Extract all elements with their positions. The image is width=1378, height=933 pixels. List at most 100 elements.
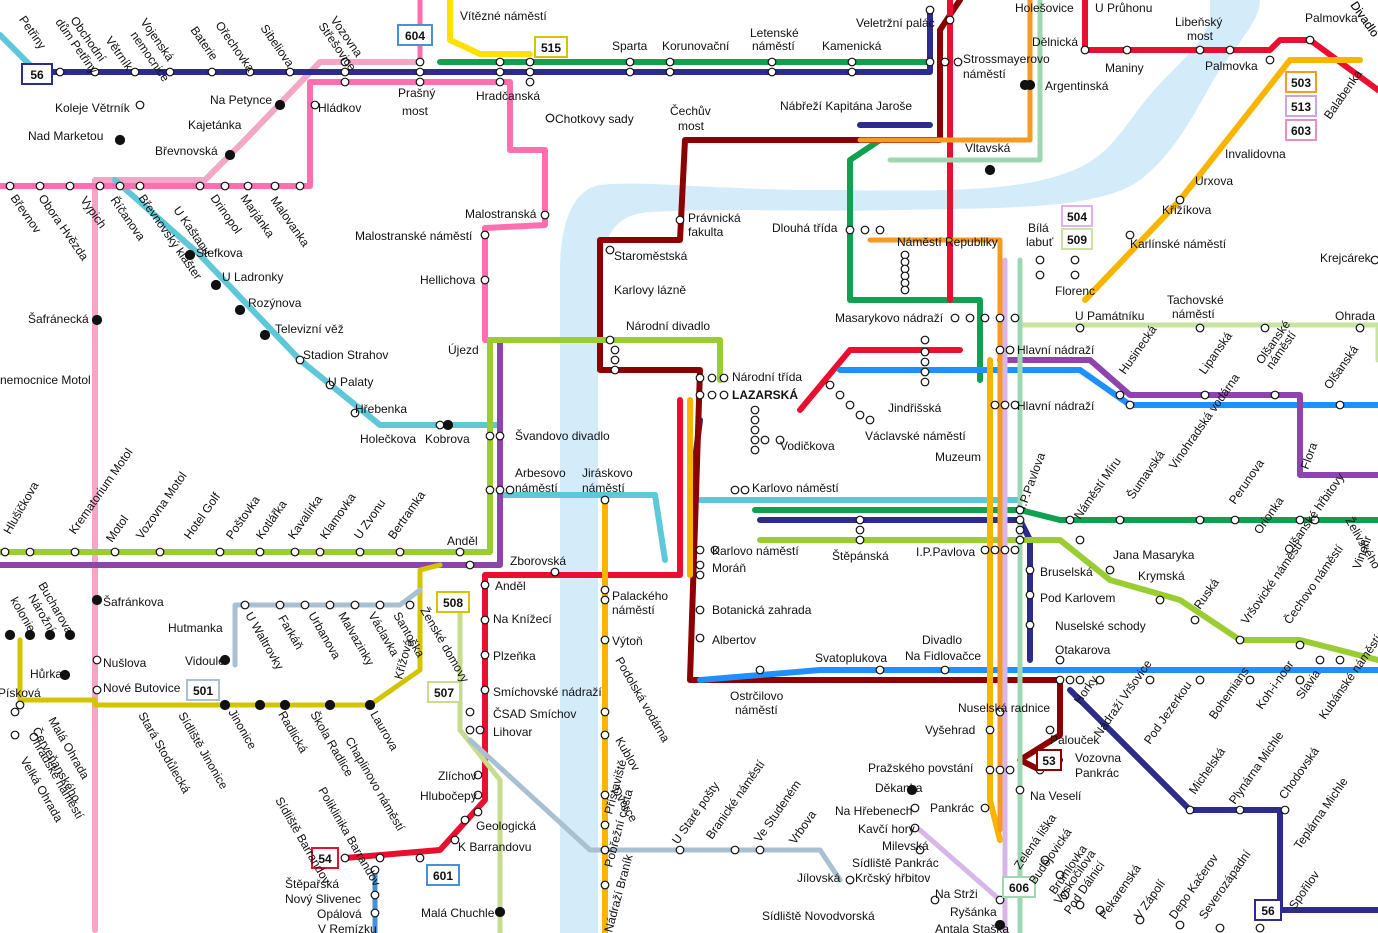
station-dot — [315, 547, 325, 557]
stop-label-stefkova: Štefkova — [196, 245, 243, 260]
station-dot — [545, 113, 555, 123]
station-dot — [1295, 640, 1305, 650]
station-dot — [945, 15, 955, 25]
stop-label-bertramka: Bertramka — [385, 488, 428, 542]
terminal-dot — [234, 304, 246, 316]
terminal-dot — [254, 699, 266, 711]
terminal-dot — [906, 784, 918, 796]
stop-label-motol: Motol — [103, 513, 131, 545]
station-dot — [1015, 535, 1025, 545]
station-dot — [707, 373, 717, 383]
stop-label-palmovka1: Palmovka — [1305, 11, 1358, 25]
station-dot — [1075, 900, 1085, 910]
station-dot — [625, 67, 635, 77]
stop-label-korunovacni: Korunovační — [662, 39, 730, 53]
stop-label-hutmanka: Hutmanka — [168, 621, 223, 635]
station-dot — [825, 380, 835, 390]
stop-label-bohemians: Bohemians — [1206, 665, 1252, 722]
station-dot — [767, 67, 777, 77]
stop-label-andel2: Anděl — [495, 579, 526, 593]
line-502 — [92, 59, 423, 933]
station-dot — [1280, 805, 1290, 815]
line-59 — [0, 337, 1378, 663]
stop-label-pras2: most — [402, 104, 429, 118]
station-dot — [15, 700, 25, 710]
station-dot — [740, 485, 750, 495]
stop-label-letenske2: náměstí — [752, 39, 795, 53]
stop-label-nabrezi: Nábřeží Kapitána Jaroše — [780, 99, 912, 113]
stop-label-staromestska: Staroměstská — [614, 249, 688, 263]
station-dot — [1015, 505, 1025, 515]
station-dot — [1215, 923, 1225, 933]
station-dot — [415, 57, 425, 67]
station-dot — [625, 57, 635, 67]
stop-label-novy-slivenec: Nový Slivenec — [285, 892, 361, 906]
stop-label-pankrac: Pankrác — [930, 801, 974, 815]
stop-label-horky: Horky — [1071, 673, 1100, 707]
station-dot — [415, 67, 425, 77]
station-dot — [855, 535, 865, 545]
stop-label-hellichova: Hellichova — [420, 273, 476, 287]
station-dot — [665, 67, 675, 77]
station-dot — [135, 181, 145, 191]
terminal-dot — [91, 314, 103, 326]
stop-label-holeckova: Holečkova — [360, 432, 416, 446]
station-dot — [1010, 545, 1020, 555]
stop-label-pravnicka: Právnická — [688, 211, 741, 225]
station-dot — [1195, 45, 1205, 55]
stop-label-karlovo1: Karlovo náměstí — [752, 481, 839, 495]
station-dot — [875, 225, 885, 235]
stop-label-rozynova: Rozýnova — [248, 296, 302, 310]
station-dot — [1005, 345, 1015, 355]
station-dot — [1025, 620, 1035, 630]
station-dot — [600, 595, 610, 605]
station-dot — [340, 67, 350, 77]
stop-label-vozovna-motol: Vozovna Motol — [133, 469, 190, 542]
stop-label-vodickova: Vodičkova — [780, 439, 835, 453]
line-508 — [17, 562, 443, 708]
station-dot — [1010, 400, 1020, 410]
route-badge-label: 513 — [1291, 100, 1311, 114]
stop-label-narodni-div: Národní divadlo — [626, 319, 710, 333]
station-dot — [350, 600, 360, 610]
stop-label-vrbova: Vrbova — [786, 808, 819, 847]
terminal-dot — [324, 699, 336, 711]
stop-label-prazskeho: Pražského povstání — [868, 761, 974, 775]
stop-label-hlavni2: Hlavní nádraží — [1017, 399, 1095, 413]
station-dot — [1295, 675, 1305, 685]
stop-label-albertov: Albertov — [712, 633, 756, 647]
stop-label-vltavska: Vltavská — [965, 141, 1011, 155]
station-dot — [525, 67, 535, 77]
station-dot — [495, 57, 505, 67]
stop-label-andel1: Anděl — [447, 534, 478, 548]
station-dot — [695, 605, 705, 615]
station-dot — [1000, 545, 1010, 555]
station-dot — [605, 245, 615, 255]
station-dot — [845, 225, 855, 235]
stop-label-sidl-novodvorska: Sídliště Novodvorská — [762, 909, 875, 923]
station-dot — [485, 431, 495, 441]
stop-label-malovanka: Malovanka — [268, 194, 313, 250]
station-dot — [920, 347, 930, 357]
station-dot — [195, 181, 205, 191]
station-dot — [980, 545, 990, 555]
station-dot — [995, 313, 1005, 323]
station-dot — [1015, 785, 1025, 795]
stop-label-hrebenka: Hřebenka — [355, 402, 407, 416]
stop-label-libensky: Libeňský — [1175, 15, 1222, 29]
station-dot — [25, 547, 35, 557]
station-dot — [325, 600, 335, 610]
stop-label-perunova: Perunova — [1226, 456, 1267, 506]
stop-label-delnicka: Dělnická — [1032, 35, 1078, 49]
line-505 — [857, 0, 1033, 833]
station-dot — [92, 655, 102, 665]
stop-label-jiraskovo: Jiráskovo — [582, 466, 633, 480]
station-dot — [990, 400, 1000, 410]
station-dot — [610, 355, 620, 365]
station-dot — [480, 230, 490, 240]
station-dot — [755, 665, 765, 675]
station-dot — [1370, 255, 1378, 265]
stop-label-svatoplukova: Svatoplukova — [815, 651, 887, 665]
station-dot — [1175, 195, 1185, 205]
stop-label-farkan: Farkáň — [275, 613, 306, 652]
